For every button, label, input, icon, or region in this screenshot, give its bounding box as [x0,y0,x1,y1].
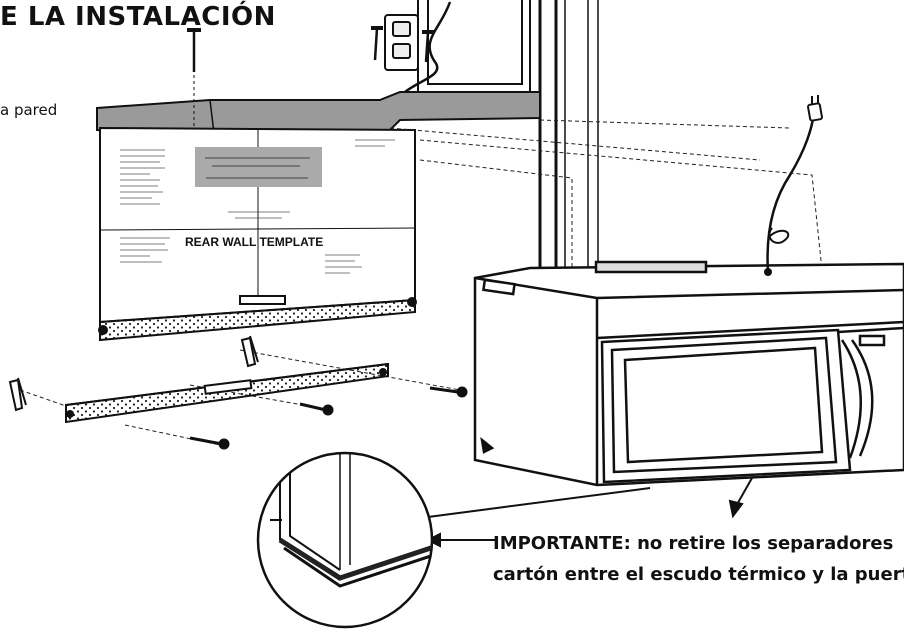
microwave-power-cord [766,107,817,273]
wall-label: a pared [0,101,58,119]
important-note: IMPORTANTE: no retire los separadores ca… [493,528,904,590]
important-lead: IMPORTANTE: [493,533,631,554]
microwave [473,260,904,487]
top-screw-left [187,28,201,72]
top-screw-mid [371,26,383,61]
template-fine-print [120,139,395,274]
toggle-bolt-left [8,377,27,412]
rear-wall-template [98,126,417,342]
important-line-2: cartón entre el escudo térmico y la puer… [493,564,904,585]
cord-loop [767,227,790,244]
important-line-1-text: no retire los separadores [630,533,894,554]
lag-screw-2 [299,402,334,416]
wall-edges [538,0,599,270]
plug-icon [807,95,823,122]
toggle-bolt-right [240,335,259,368]
upper-cabinet [417,0,531,93]
power-cord-wall [404,1,452,93]
top-screw-right [422,30,434,63]
important-line-1: IMPORTANTE: no retire los separadores [493,528,904,559]
wall-outlet [384,14,419,71]
lag-screw-3 [429,386,468,398]
mounting-rail [65,362,389,424]
heading: E LA INSTALACIÓN [0,2,276,32]
template-label: REAR WALL TEMPLATE [185,235,323,249]
lag-screw-1 [189,436,230,450]
detail-circle [256,451,434,629]
